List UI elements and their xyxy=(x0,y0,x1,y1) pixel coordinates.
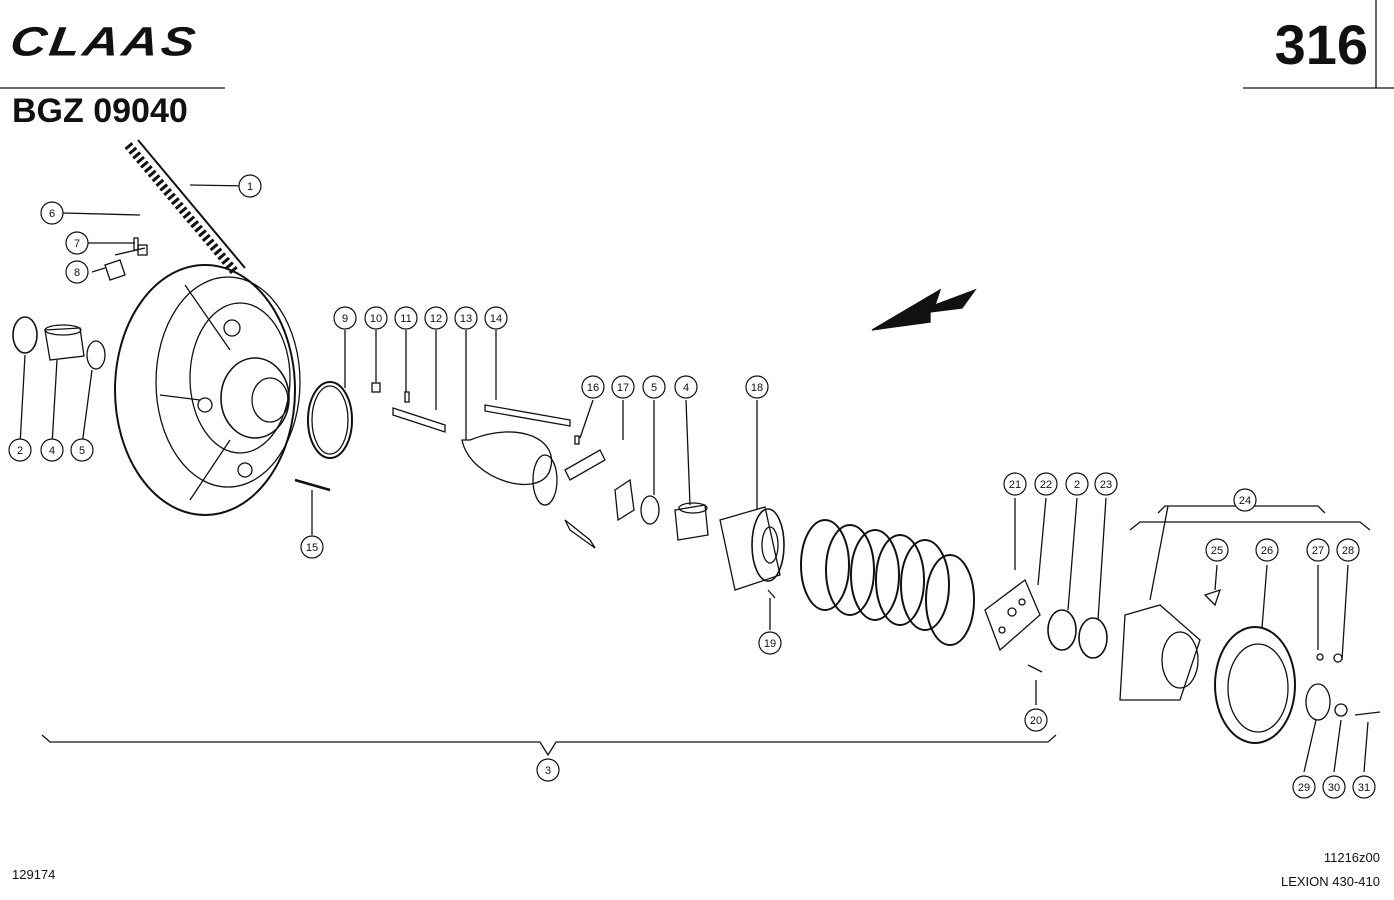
svg-text:15: 15 xyxy=(306,542,318,554)
footer-left-code: 129174 xyxy=(12,867,56,882)
callout: 31 xyxy=(1352,775,1376,799)
callout: 13 xyxy=(454,306,478,330)
document-code: BGZ 09040 xyxy=(12,92,188,130)
callout: 25 xyxy=(1205,538,1229,562)
svg-text:23: 23 xyxy=(1100,479,1112,491)
svg-text:5: 5 xyxy=(79,445,85,457)
svg-text:28: 28 xyxy=(1342,545,1354,557)
callout: 15 xyxy=(300,535,324,559)
callout: 1 xyxy=(238,174,262,198)
model-label: LEXION 430-410 xyxy=(1280,874,1380,889)
callout: 14 xyxy=(484,306,508,330)
callout: 2 xyxy=(8,438,32,462)
callout: 16 xyxy=(581,375,605,399)
svg-text:25: 25 xyxy=(1211,545,1223,557)
svg-text:26: 26 xyxy=(1261,545,1273,557)
callout: 30 xyxy=(1322,775,1346,799)
svg-text:1: 1 xyxy=(247,181,253,193)
callout: 23 xyxy=(1094,472,1118,496)
callout: 17 xyxy=(611,375,635,399)
callout: 3 xyxy=(536,758,560,782)
svg-text:13: 13 xyxy=(460,313,472,325)
svg-text:19: 19 xyxy=(764,638,776,650)
page-number: 316 xyxy=(1274,13,1368,76)
callout: 4 xyxy=(674,375,698,399)
svg-text:2: 2 xyxy=(1074,479,1080,491)
svg-text:16: 16 xyxy=(587,382,599,394)
svg-text:4: 4 xyxy=(683,382,689,394)
svg-text:17: 17 xyxy=(617,382,629,394)
svg-text:5: 5 xyxy=(651,382,657,394)
callout: 8 xyxy=(65,260,89,284)
svg-text:6: 6 xyxy=(49,208,55,220)
callout: 12 xyxy=(424,306,448,330)
svg-text:2: 2 xyxy=(17,445,23,457)
svg-text:24: 24 xyxy=(1239,495,1251,507)
callout: 28 xyxy=(1336,538,1360,562)
svg-text:27: 27 xyxy=(1312,545,1324,557)
callout: 21 xyxy=(1003,472,1027,496)
svg-text:22: 22 xyxy=(1040,479,1052,491)
svg-text:29: 29 xyxy=(1298,782,1310,794)
callout: 18 xyxy=(745,375,769,399)
callout: 4 xyxy=(40,438,64,462)
svg-text:30: 30 xyxy=(1328,782,1340,794)
drawing-reference: 11216z00 xyxy=(1323,850,1380,865)
callout: 7 xyxy=(65,231,89,255)
svg-text:12: 12 xyxy=(430,313,442,325)
svg-text:9: 9 xyxy=(342,313,348,325)
svg-text:14: 14 xyxy=(490,313,502,325)
callout: 19 xyxy=(758,631,782,655)
callout: 10 xyxy=(364,306,388,330)
svg-text:18: 18 xyxy=(751,382,763,394)
callout: 9 xyxy=(333,306,357,330)
callout: 2 xyxy=(1065,472,1089,496)
svg-text:11: 11 xyxy=(400,313,411,325)
svg-text:21: 21 xyxy=(1009,479,1021,491)
svg-text:3: 3 xyxy=(545,765,551,777)
callout: 11 xyxy=(394,306,418,330)
callout: 22 xyxy=(1034,472,1058,496)
callout: 27 xyxy=(1306,538,1330,562)
svg-text:20: 20 xyxy=(1030,715,1042,727)
callout: 29 xyxy=(1292,775,1316,799)
callout: 26 xyxy=(1255,538,1279,562)
svg-text:31: 31 xyxy=(1358,782,1370,794)
callout: 6 xyxy=(40,201,64,225)
callout: 24 xyxy=(1233,488,1257,512)
callout: 20 xyxy=(1024,708,1048,732)
svg-text:4: 4 xyxy=(49,445,55,457)
callout: 5 xyxy=(70,438,94,462)
svg-text:7: 7 xyxy=(74,238,80,250)
callout: 5 xyxy=(642,375,666,399)
svg-text:8: 8 xyxy=(74,267,80,279)
svg-text:10: 10 xyxy=(370,313,382,325)
